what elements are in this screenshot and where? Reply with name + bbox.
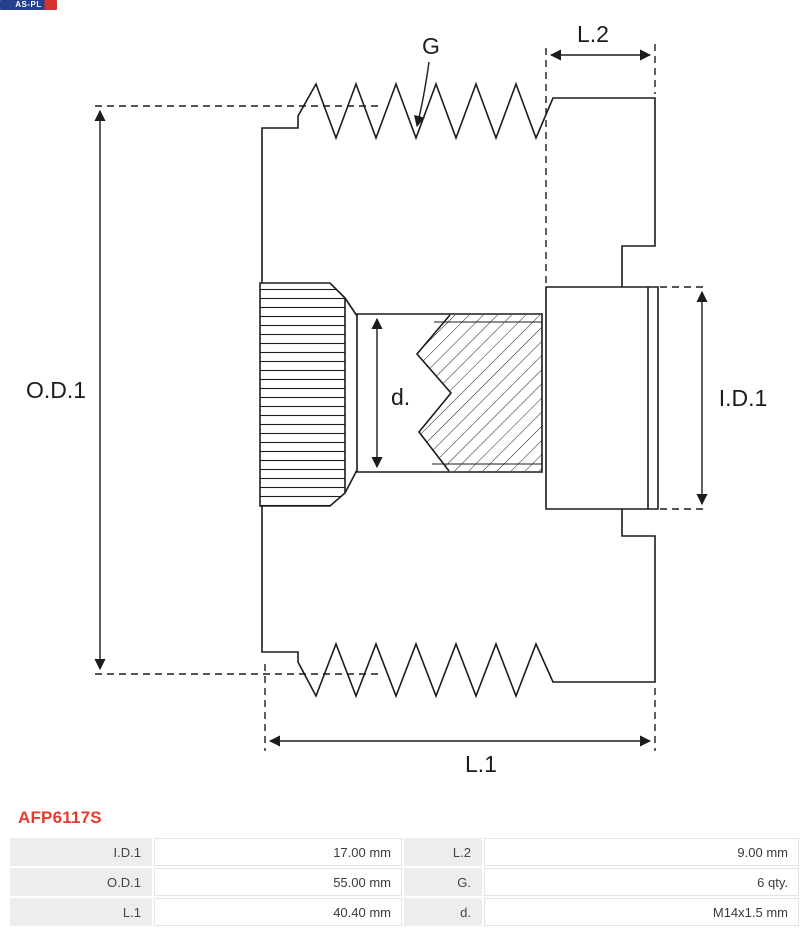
product-code: AFP6117S — [18, 808, 102, 827]
brand-logo: AS-PL — [0, 0, 57, 10]
dim-label-g: G — [422, 33, 440, 59]
spec-label: d. — [404, 898, 482, 926]
spec-value: 55.00 mm — [154, 868, 402, 896]
brand-logo-text: AS-PL — [15, 0, 42, 9]
spec-value: 40.40 mm — [154, 898, 402, 926]
spec-label: G. — [404, 868, 482, 896]
spec-value: 17.00 mm — [154, 838, 402, 866]
spec-value: M14x1.5 mm — [484, 898, 799, 926]
spec-label: L.1 — [10, 898, 152, 926]
spec-label: I.D.1 — [10, 838, 152, 866]
table-row: L.1 40.40 mm d. M14x1.5 mm — [10, 898, 799, 926]
thread-section — [415, 314, 542, 472]
dim-label-d: d. — [391, 384, 410, 410]
technical-drawing: G L.2 O.D.1 d. I.D.1 L.1 — [26, 21, 768, 777]
dimension-lines — [94, 44, 708, 751]
specs-table: I.D.1 17.00 mm L.2 9.00 mm O.D.1 55.00 m… — [8, 836, 801, 928]
dim-label-od1: O.D.1 — [26, 377, 86, 403]
spec-label: L.2 — [404, 838, 482, 866]
table-row: O.D.1 55.00 mm G. 6 qty. — [10, 868, 799, 896]
dim-label-l1: L.1 — [465, 751, 497, 777]
spec-value: 9.00 mm — [484, 838, 799, 866]
technical-diagram: G L.2 O.D.1 d. I.D.1 L.1 — [0, 6, 809, 798]
dim-label-id1: I.D.1 — [719, 385, 768, 411]
spec-value: 6 qty. — [484, 868, 799, 896]
spec-label: O.D.1 — [10, 868, 152, 896]
dim-label-l2: L.2 — [577, 21, 609, 47]
knurl-section — [259, 282, 346, 507]
table-row: I.D.1 17.00 mm L.2 9.00 mm — [10, 838, 799, 866]
